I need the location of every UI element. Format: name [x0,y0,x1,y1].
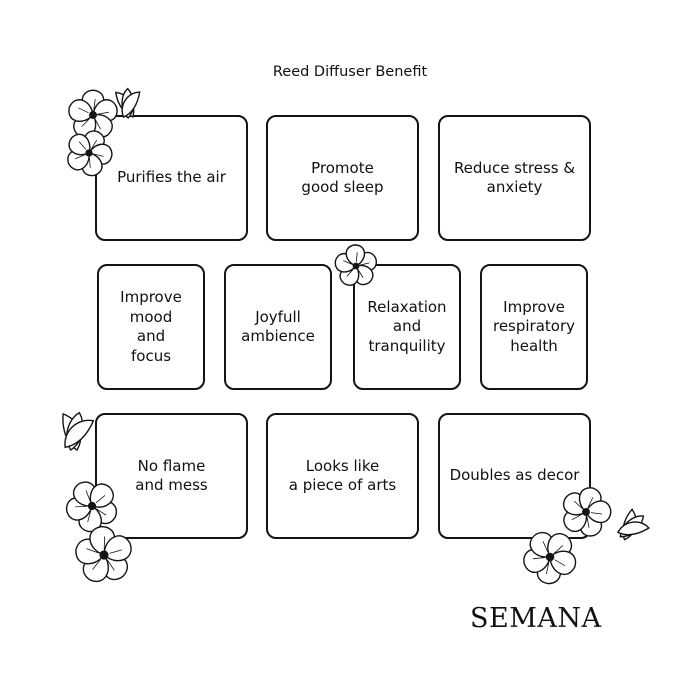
benefit-label: Joyfull ambience [241,307,315,346]
brand-logo: SEMANA [470,603,602,634]
benefit-card-joyfull-ambience: Joyfull ambience [224,264,332,390]
benefit-card-improve-mood: Improve mood and focus [97,264,205,390]
benefit-label: Looks like a piece of arts [288,456,397,495]
flower-icon [556,485,616,539]
benefit-label: No flame and mess [135,456,208,495]
benefit-label: Reduce stress & anxiety [453,158,576,197]
benefit-card-respiratory-health: Improve respiratory health [480,264,588,390]
flower-bud-icon [48,405,100,467]
benefit-card-reduce-stress: Reduce stress & anxiety [438,115,591,241]
benefit-label: Improve respiratory health [492,297,576,355]
benefit-card-good-sleep: Promote good sleep [266,115,419,241]
flower-icon [331,243,381,289]
flower-icon [520,528,580,586]
flower-bud-icon [606,508,652,550]
benefit-card-piece-of-art: Looks like a piece of arts [266,413,419,539]
benefit-label: Purifies the air [117,168,226,187]
benefit-label: Promote good sleep [301,158,384,197]
page-title: Reed Diffuser Benefit [272,64,428,80]
flower-icon [62,478,122,534]
flower-icon [72,524,136,586]
benefit-card-relaxation: Relaxation and tranquility [353,264,461,390]
benefit-card-purifies-air: Purifies the air [95,115,248,241]
benefit-card-no-flame: No flame and mess [95,413,248,539]
benefit-label: Doubles as decor [449,466,580,485]
flower-bud-icon [108,84,148,130]
benefit-label: Improve mood and focus [120,288,182,365]
benefit-label: Relaxation and tranquility [367,297,447,355]
flower-icon [64,128,114,178]
